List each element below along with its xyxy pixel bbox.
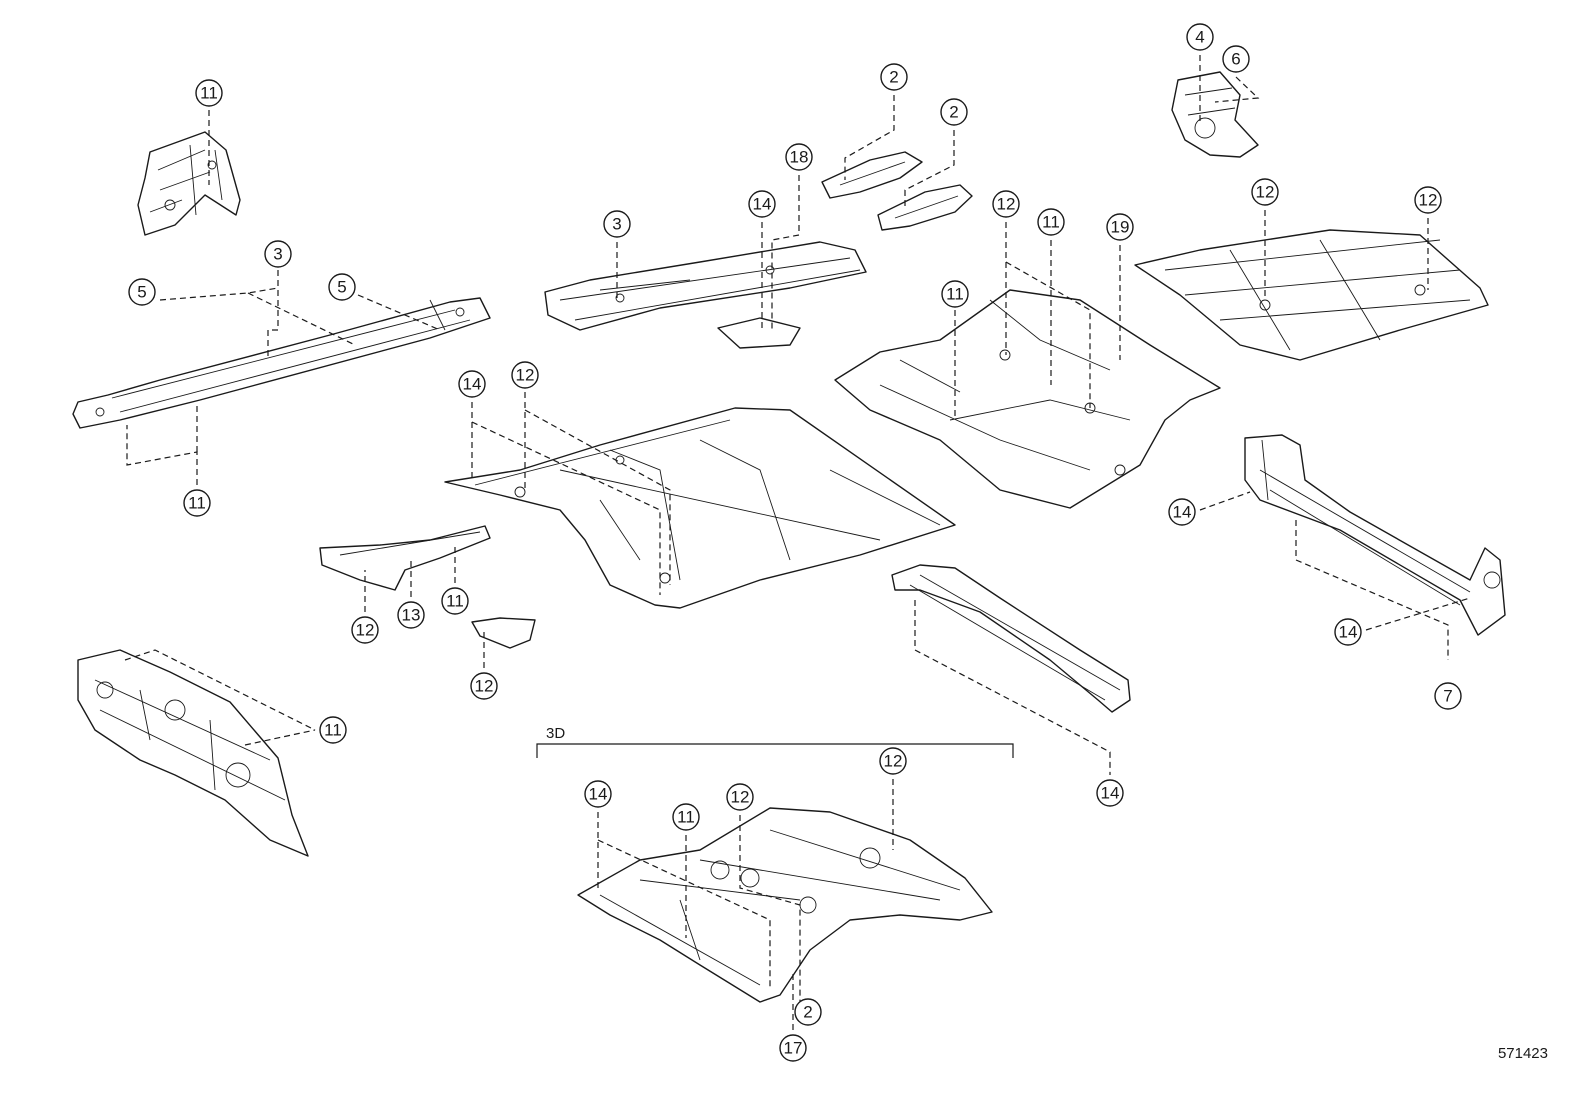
svg-text:12: 12: [356, 621, 375, 640]
callout: 12: [470, 672, 498, 700]
svg-text:14: 14: [1101, 784, 1120, 803]
svg-text:4: 4: [1195, 28, 1204, 47]
callout: 3: [264, 240, 292, 268]
svg-text:17: 17: [784, 1039, 803, 1058]
part-rear-floor-pan: [1134, 229, 1489, 361]
svg-text:12: 12: [884, 752, 903, 771]
callout: 7: [1434, 682, 1462, 710]
svg-text:12: 12: [997, 195, 1016, 214]
part-small-bracket: [471, 617, 536, 649]
part-upper-right-panel: [1171, 71, 1259, 158]
svg-text:14: 14: [1339, 623, 1358, 642]
callout: 14: [748, 190, 776, 218]
svg-text:12: 12: [1256, 183, 1275, 202]
callout: 11: [319, 716, 347, 744]
svg-text:12: 12: [731, 788, 750, 807]
svg-text:11: 11: [446, 592, 464, 611]
part-front-floor-pan: [444, 407, 956, 609]
part-upper-left-panel: [137, 131, 241, 236]
callouts: 11 3 5 5 11 3 14 18 2 2 4 6 12 11 19 11 …: [128, 23, 1462, 1062]
svg-text:12: 12: [516, 366, 535, 385]
callout: 11: [941, 280, 969, 308]
svg-text:12: 12: [1419, 191, 1438, 210]
callout: 12: [511, 361, 539, 389]
diagram-id: 571423: [1498, 1045, 1548, 1062]
callout: 14: [1334, 618, 1362, 646]
svg-text:3: 3: [612, 215, 621, 234]
svg-text:13: 13: [402, 606, 421, 625]
callout: 2: [880, 63, 908, 91]
leader-lines: [124, 55, 1471, 1030]
svg-text:18: 18: [790, 148, 809, 167]
callout: 17: [779, 1034, 807, 1062]
callout: 3: [603, 210, 631, 238]
svg-text:3: 3: [273, 245, 282, 264]
svg-text:14: 14: [589, 785, 608, 804]
group-bracket-3d: 3D: [536, 725, 1014, 758]
part-cross-member-upper: [544, 241, 867, 349]
svg-text:2: 2: [949, 103, 958, 122]
part-center-floor-pan: [834, 289, 1221, 509]
svg-text:11: 11: [324, 721, 342, 740]
svg-text:7: 7: [1443, 687, 1452, 706]
svg-text:11: 11: [188, 494, 206, 513]
svg-text:12: 12: [475, 677, 494, 696]
part-center-cross-member: [891, 564, 1131, 713]
callout: 11: [441, 587, 469, 615]
svg-text:11: 11: [200, 84, 218, 103]
svg-text:11: 11: [677, 808, 695, 827]
svg-text:5: 5: [337, 278, 346, 297]
group-label: 3D: [546, 725, 565, 742]
svg-text:2: 2: [803, 1003, 812, 1022]
callout: 12: [726, 783, 754, 811]
callout: 13: [397, 601, 425, 629]
callout: 11: [195, 79, 223, 107]
callout: 12: [1414, 186, 1442, 214]
svg-text:11: 11: [1042, 213, 1060, 232]
callout: 11: [183, 489, 211, 517]
part-bracket-a: [821, 151, 923, 199]
part-bracket-b: [877, 184, 973, 231]
callout: 12: [351, 616, 379, 644]
callout: 11: [672, 803, 700, 831]
callout: 12: [1251, 178, 1279, 206]
callout: 5: [128, 278, 156, 306]
svg-text:6: 6: [1231, 50, 1240, 69]
callout: 5: [328, 273, 356, 301]
callout: 14: [1096, 779, 1124, 807]
part-front-cross-member: [319, 525, 491, 591]
callout: 4: [1186, 23, 1214, 51]
svg-text:14: 14: [753, 195, 772, 214]
callout: 14: [458, 370, 486, 398]
part-dash-panel: [77, 649, 309, 857]
svg-text:14: 14: [1173, 503, 1192, 522]
svg-text:5: 5: [137, 283, 146, 302]
callout: 12: [879, 747, 907, 775]
callout: 2: [940, 98, 968, 126]
part-3d-rear-floor-pan: [577, 807, 993, 1003]
callout: 12: [992, 190, 1020, 218]
callout: 14: [1168, 498, 1196, 526]
callout: 2: [794, 998, 822, 1026]
svg-text:19: 19: [1111, 218, 1130, 237]
callout: 11: [1037, 208, 1065, 236]
callout: 18: [785, 143, 813, 171]
part-side-member-right: [1244, 434, 1506, 636]
callout: 14: [584, 780, 612, 808]
svg-text:14: 14: [463, 375, 482, 394]
svg-text:2: 2: [889, 68, 898, 87]
callout: 6: [1222, 45, 1250, 73]
callout: 19: [1106, 213, 1134, 241]
part-side-member-left: [72, 297, 491, 429]
svg-text:11: 11: [946, 285, 964, 304]
